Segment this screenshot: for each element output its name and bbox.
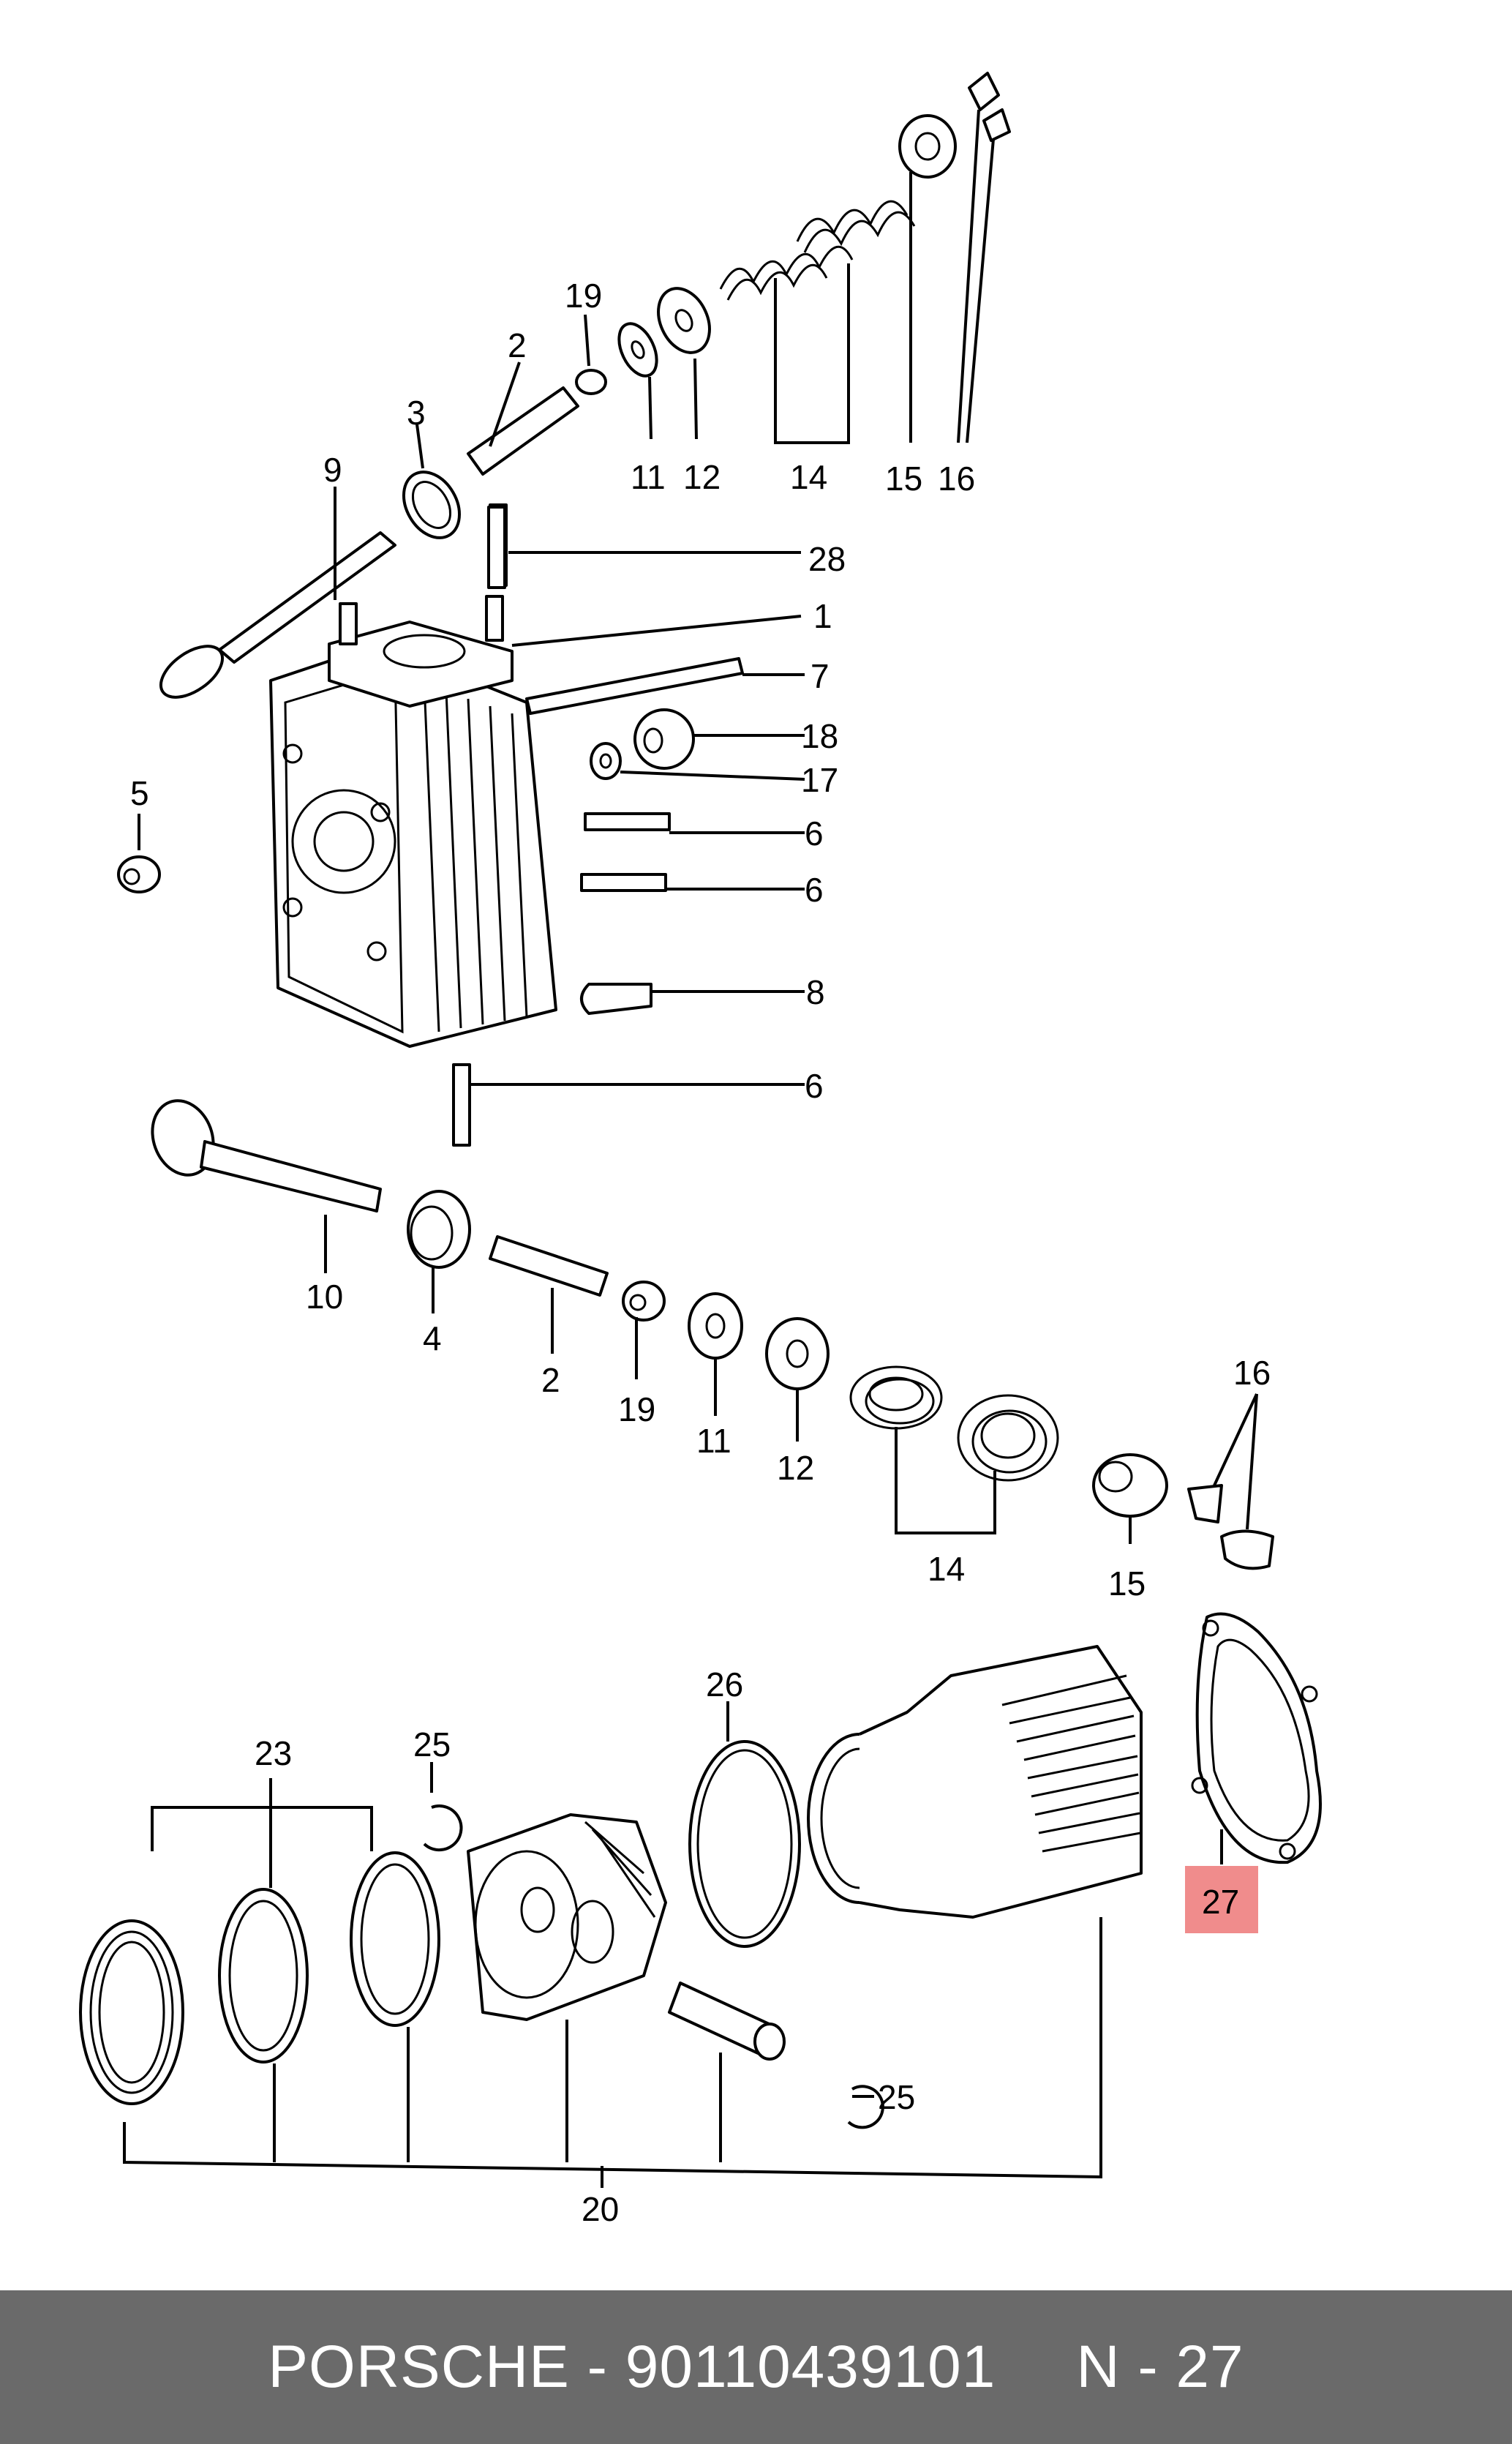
- part-stud-28: [487, 506, 506, 589]
- label-3: 3: [407, 394, 426, 432]
- part-stud-6c: [452, 1063, 471, 1147]
- part-seat-ring-4: [407, 1190, 471, 1269]
- part-valve-guide-2: [467, 386, 579, 476]
- part-cylinder: [807, 1645, 1143, 1919]
- part-retainer-15-upper: [898, 114, 957, 179]
- label-6c: 6: [805, 1067, 824, 1105]
- part-19-upper: [575, 369, 607, 395]
- part-ring-compression-23: [218, 1888, 309, 2063]
- part-pin-8: [580, 983, 652, 1015]
- label-1: 1: [813, 597, 832, 635]
- part-stud-7: [525, 657, 744, 715]
- part-shim-12-upper: [657, 287, 711, 354]
- label-7: 7: [810, 657, 830, 695]
- label-6a: 6: [805, 814, 824, 852]
- label-14-lower: 14: [928, 1550, 965, 1588]
- part-bushing-18: [633, 708, 695, 770]
- part-labels: 19 2 3 9 11 12 14 15 16 28 1 7 18 17 6 6…: [130, 277, 1271, 2228]
- part-springs-14-lower: [849, 1365, 1059, 1482]
- part-retainer-15-lower: [1092, 1453, 1168, 1518]
- label-28: 28: [808, 540, 846, 578]
- label-8: 8: [806, 973, 825, 1011]
- part-19-lower: [622, 1281, 666, 1322]
- label-19-lower: 19: [618, 1390, 655, 1428]
- caption-part-number: PORSCHE - 90110439101: [268, 2334, 996, 2400]
- part-washer-11-upper: [617, 322, 658, 378]
- label-27: 27: [1202, 1883, 1239, 1921]
- label-23: 23: [255, 1734, 292, 1772]
- part-ring-compression: [79, 1919, 184, 2105]
- label-6b: 6: [805, 871, 824, 909]
- part-springs-14-upper: [719, 200, 916, 301]
- part-circlip-25-upper: [423, 1804, 463, 1852]
- label-15-upper: 15: [885, 460, 922, 498]
- label-11-lower: 11: [696, 1422, 731, 1460]
- part-piston: [467, 1813, 667, 2021]
- part-gasket-27: [1191, 1612, 1322, 1864]
- label-15-lower: 15: [1108, 1564, 1146, 1603]
- caption-bar: PORSCHE - 90110439101 N - 27: [0, 2290, 1512, 2444]
- part-keepers-16-lower: [1187, 1484, 1274, 1570]
- label-20: 20: [582, 2190, 619, 2228]
- part-stud-6b: [580, 873, 667, 892]
- label-2-upper: 2: [508, 326, 527, 364]
- part-stud-6a: [584, 812, 671, 831]
- caption-reference: N - 27: [1076, 2334, 1244, 2400]
- label-9: 9: [323, 451, 342, 489]
- part-valve-guide-2-lower: [489, 1235, 609, 1297]
- leader-lines: [123, 109, 1258, 2188]
- exploded-parts-diagram: 19 2 3 9 11 12 14 15 16 28 1 7 18 17 6 6…: [79, 72, 1322, 2228]
- part-seat-ring-3: [402, 471, 461, 539]
- label-16-lower: 16: [1233, 1354, 1271, 1392]
- highlight-box-27: [1185, 1866, 1258, 1933]
- label-25-lower: 25: [878, 2078, 915, 2116]
- label-25-upper: 25: [413, 1725, 451, 1763]
- part-ring-oil: [350, 1851, 440, 2027]
- label-2-lower: 2: [541, 1361, 560, 1399]
- part-piston-pin: [668, 1982, 786, 2061]
- label-17: 17: [801, 761, 838, 799]
- part-washer-17: [590, 742, 622, 780]
- label-14-upper: 14: [790, 458, 827, 496]
- label-5: 5: [130, 774, 149, 812]
- part-washer-11-lower: [688, 1292, 743, 1360]
- label-16-upper: 16: [938, 460, 975, 498]
- label-12-lower: 12: [777, 1449, 814, 1487]
- label-4: 4: [423, 1319, 442, 1357]
- part-shim-12-lower: [765, 1317, 830, 1390]
- part-keepers-16-upper: [968, 72, 1011, 142]
- part-oring-26: [688, 1740, 801, 1948]
- label-10: 10: [306, 1278, 343, 1316]
- part-nut-5: [117, 855, 161, 893]
- part-valve-9: [159, 531, 396, 699]
- label-19-upper: 19: [565, 277, 602, 315]
- label-12-upper: 12: [683, 458, 721, 496]
- part-valve-10: [151, 1099, 382, 1212]
- label-11-upper: 11: [631, 458, 666, 496]
- label-26: 26: [706, 1665, 743, 1703]
- label-18: 18: [801, 717, 838, 755]
